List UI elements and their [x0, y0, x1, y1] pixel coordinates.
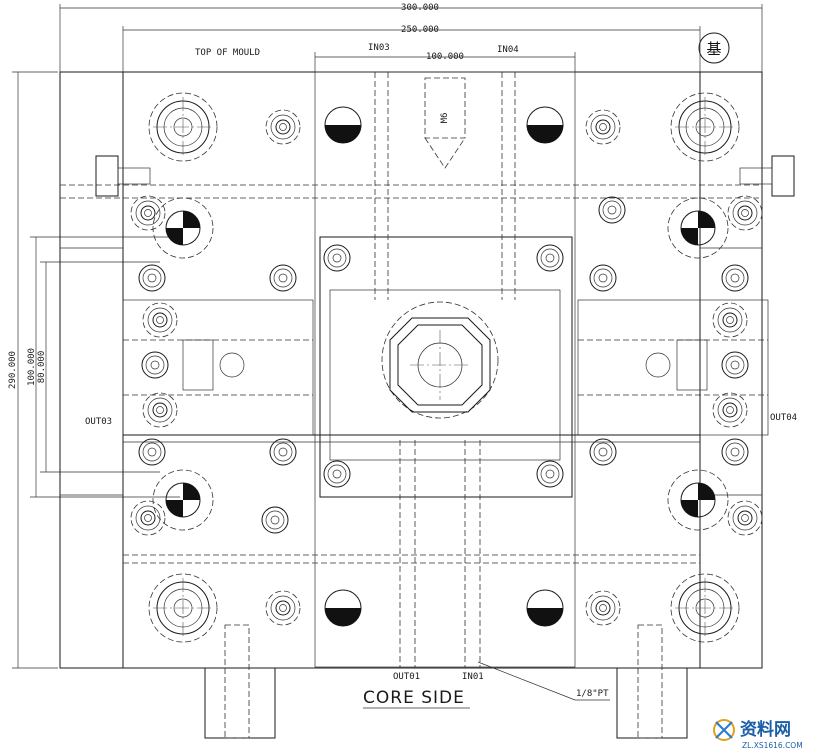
- dim-100: 100.000: [426, 52, 464, 62]
- watermark-url: ZL.XS1616.COM: [742, 741, 803, 750]
- out04-label: OUT04: [770, 413, 797, 423]
- core-insert: M6: [314, 71, 576, 668]
- in03-label: IN03: [368, 43, 390, 53]
- dimension-plate-width: 250.000: [122, 25, 701, 72]
- return-pins: [152, 197, 729, 531]
- dim-290: 290.000: [8, 351, 18, 389]
- datum-label: 基: [706, 40, 721, 58]
- pipe-thread-label: 1/8"PT: [576, 689, 609, 699]
- top-of-mould-label: TOP OF MOULD: [195, 48, 260, 58]
- dimension-inner-heights: 100.000 80.000: [27, 236, 180, 498]
- watermark-brand: 资料网: [740, 719, 791, 740]
- core-side-title: CORE SIDE: [363, 688, 465, 708]
- watch-cavity: [381, 301, 499, 419]
- dimension-overall-height: 290.000: [8, 71, 58, 669]
- dimension-insert-width: 100.000: [314, 52, 576, 72]
- dim-100-vertical: 100.000: [27, 348, 37, 386]
- support-pillars: [204, 624, 688, 739]
- water-fittings: [95, 155, 795, 391]
- dim-250: 250.000: [401, 25, 439, 35]
- leader-pin-bottom-right: [670, 573, 740, 643]
- out01-label: OUT01: [393, 672, 420, 682]
- dim-80-vertical: 80.000: [37, 351, 47, 384]
- in04-label: IN04: [497, 45, 519, 55]
- leader-pin-bottom-left: [148, 573, 218, 643]
- clamp-plate: [59, 71, 763, 669]
- bolts: [130, 109, 763, 626]
- slider-rails: [60, 184, 769, 564]
- datum-symbol: 基: [698, 32, 730, 64]
- dim-300: 300.000: [401, 3, 439, 13]
- watermark: 资料网 ZL.XS1616.COM: [713, 719, 803, 750]
- out03-label: OUT03: [85, 417, 112, 427]
- leader-pin-top-right: [670, 92, 740, 162]
- leader-pin-top-left: [148, 92, 218, 162]
- center-mark-label: M6: [440, 113, 450, 124]
- dimension-overall-width: 300.000: [59, 3, 763, 72]
- pt-leader-line: [477, 661, 576, 701]
- in01-label: IN01: [462, 672, 484, 682]
